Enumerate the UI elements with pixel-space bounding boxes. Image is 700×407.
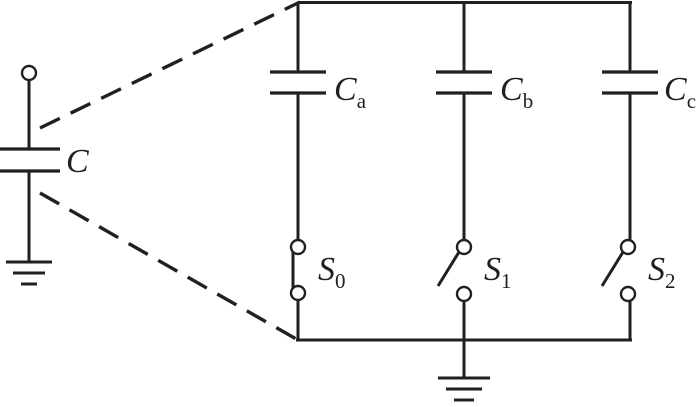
switch-0-bottom-contact-icon: [289, 284, 307, 302]
branch-a: Ca S0: [270, 2, 367, 340]
main-capacitor-group: C: [0, 64, 89, 286]
main-ground-icon: [6, 260, 52, 286]
switch-2-bottom-contact-icon: [619, 285, 637, 303]
branch-b: Cb S1: [436, 2, 533, 340]
capacitor-c-label: Cc: [664, 71, 696, 113]
switch-0-top-contact-icon: [289, 238, 307, 256]
switch-2-top-contact-icon: [619, 238, 637, 256]
zoom-line-lower: [39, 191, 299, 342]
switch-1-bottom-contact-icon: [455, 285, 473, 303]
switch-1-top-contact-icon: [455, 238, 473, 256]
input-terminal-icon: [20, 64, 38, 82]
switch-1-label: S1: [484, 251, 512, 293]
zoom-line-upper: [39, 0, 301, 130]
ground-icon: [438, 376, 490, 402]
capacitor-b-label: Cb: [500, 71, 533, 113]
switch-2-label: S2: [648, 251, 676, 293]
branch-c: Cc S2: [600, 2, 696, 340]
main-capacitor-label: C: [66, 143, 89, 180]
capacitor-a-label: Ca: [334, 71, 367, 113]
switch-1-blade: [436, 251, 461, 287]
switch-2-blade: [600, 251, 625, 287]
switch-0-label: S0: [318, 251, 346, 293]
